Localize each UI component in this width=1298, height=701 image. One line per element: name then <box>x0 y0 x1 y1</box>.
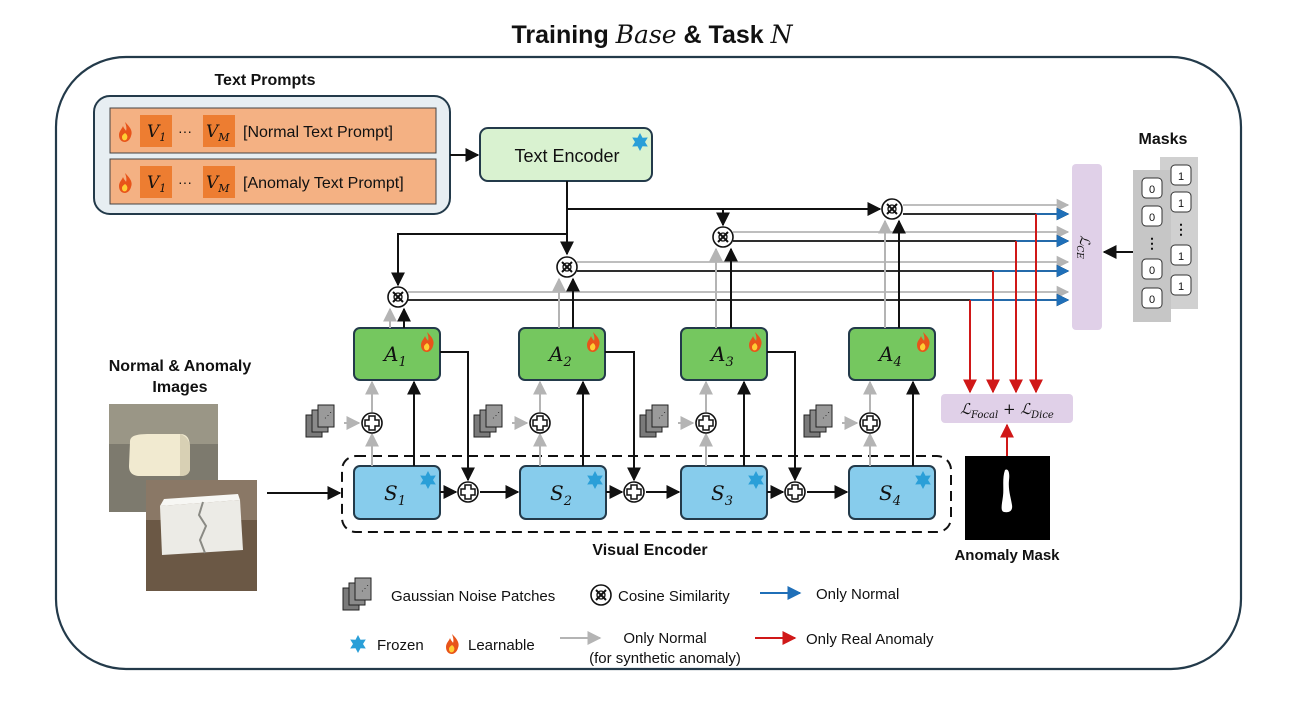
svg-text:(for synthetic anomaly): (for synthetic anomaly) <box>589 650 741 667</box>
stage-chain <box>397 219 920 499</box>
diagram-title: Training Base & Task N <box>511 20 793 49</box>
svg-text:···: ··· <box>178 174 192 190</box>
svg-text:0: 0 <box>1149 294 1155 306</box>
legend: Gaussian Noise Patches Cosine Similarity… <box>342 577 934 667</box>
noise-add-node-3 <box>695 412 717 434</box>
noise-patch-4 <box>803 404 833 438</box>
adapter-3: A3 <box>680 327 768 381</box>
anomaly-prompt-text: [Anomaly Text Prompt] <box>243 175 404 192</box>
svg-text:A3: A3 <box>709 342 734 370</box>
anomaly-mask-image <box>965 456 1050 540</box>
text-feature-lines <box>391 181 882 287</box>
svg-text:Learnable: Learnable <box>468 637 535 654</box>
stage-1: S1 <box>353 465 441 520</box>
residual-add-node-2 <box>623 481 645 503</box>
adapter-1: A1 <box>353 327 441 381</box>
noise-add-node-4 <box>859 412 881 434</box>
svg-text:V1: V1 <box>147 173 166 195</box>
anomaly-mask-label: Anomaly Mask <box>954 547 1060 564</box>
svg-text:⋮: ⋮ <box>1145 235 1159 251</box>
legend-noise-icon <box>342 577 372 611</box>
noise-patch-1 <box>305 404 335 438</box>
cosine-node-2 <box>556 256 578 278</box>
synthetic-anomaly-paths <box>344 219 892 466</box>
mask-back-column: 1 1 ⋮ 1 1 <box>1170 164 1192 296</box>
adapter-4: A4 <box>848 327 936 381</box>
stage-2: S2 <box>519 465 607 520</box>
svg-text:S4: S4 <box>879 481 901 509</box>
stage-4: S4 <box>848 465 936 520</box>
svg-text:Only Normal: Only Normal <box>623 630 706 647</box>
ce-loss-box <box>1072 164 1102 330</box>
svg-text:VM: VM <box>206 122 230 144</box>
images-heading: Normal & Anomaly <box>109 358 252 375</box>
svg-text:S2: S2 <box>550 481 572 509</box>
outer-frame <box>54 55 1243 671</box>
svg-text:1: 1 <box>1178 171 1184 183</box>
noise-patch-2 <box>473 404 503 438</box>
svg-text:1: 1 <box>1178 251 1184 263</box>
similarity-outputs <box>408 198 1070 307</box>
svg-text:Only Normal: Only Normal <box>816 586 899 603</box>
noise-add-node-1 <box>361 412 383 434</box>
frozen-icon <box>350 635 366 653</box>
cosine-node-3 <box>712 226 734 248</box>
residual-add-node-1 <box>457 481 479 503</box>
svg-text:⋮: ⋮ <box>1174 221 1188 237</box>
fire-icon <box>446 634 459 654</box>
ce-loss-label: ℒCE <box>1074 235 1092 259</box>
residual-add-node-3 <box>784 481 806 503</box>
svg-text:A1: A1 <box>382 342 407 370</box>
svg-text:1: 1 <box>1178 198 1184 210</box>
legend-cosine-icon <box>590 584 612 606</box>
noise-patch-3 <box>639 404 669 438</box>
svg-text:A2: A2 <box>547 342 572 370</box>
real-anomaly-lines <box>963 214 1043 456</box>
noise-add-node-2 <box>529 412 551 434</box>
focal-dice-loss-box <box>941 394 1073 423</box>
svg-text:1: 1 <box>1178 281 1184 293</box>
normal-prompt-text: [Normal Text Prompt] <box>243 124 393 141</box>
focal-dice-loss-label: ℒFocal + ℒDice <box>960 400 1054 421</box>
stage-3: S3 <box>680 465 768 520</box>
visual-encoder-frame <box>341 455 952 533</box>
svg-text:···: ··· <box>178 123 192 139</box>
text-prompts-heading: Text Prompts <box>214 72 315 89</box>
svg-text:Gaussian Noise Patches: Gaussian Noise Patches <box>391 588 555 605</box>
normal-prompt-row: V1 ··· VM [Normal Text Prompt] <box>109 107 437 154</box>
anomaly-prompt-row: V1 ··· VM [Anomaly Text Prompt] <box>109 158 437 205</box>
svg-text:A4: A4 <box>877 342 902 370</box>
svg-text:VM: VM <box>206 173 230 195</box>
anomaly-image <box>146 480 257 591</box>
adapter-2: A2 <box>518 327 606 381</box>
cosine-node-1 <box>387 286 409 308</box>
svg-text:Frozen: Frozen <box>377 637 424 654</box>
svg-text:V1: V1 <box>147 122 166 144</box>
visual-encoder-label: Visual Encoder <box>592 542 707 559</box>
svg-text:0: 0 <box>1149 265 1155 277</box>
normal-image <box>109 404 218 512</box>
svg-text:0: 0 <box>1149 212 1155 224</box>
images-heading-line2: Images <box>152 379 207 396</box>
svg-text:S1: S1 <box>384 481 406 509</box>
cosine-node-4 <box>881 198 903 220</box>
masks-panel: 1 1 ⋮ 1 1 0 0 ⋮ 0 0 <box>1133 157 1198 322</box>
mask-front-column: 0 0 ⋮ 0 0 <box>1141 177 1163 309</box>
text-encoder-label: Text Encoder <box>514 146 619 166</box>
svg-text:S3: S3 <box>711 481 733 509</box>
svg-text:Only Real Anomaly: Only Real Anomaly <box>806 631 934 648</box>
masks-heading: Masks <box>1139 131 1188 148</box>
svg-text:Cosine Similarity: Cosine Similarity <box>618 588 730 605</box>
svg-text:0: 0 <box>1149 184 1155 196</box>
